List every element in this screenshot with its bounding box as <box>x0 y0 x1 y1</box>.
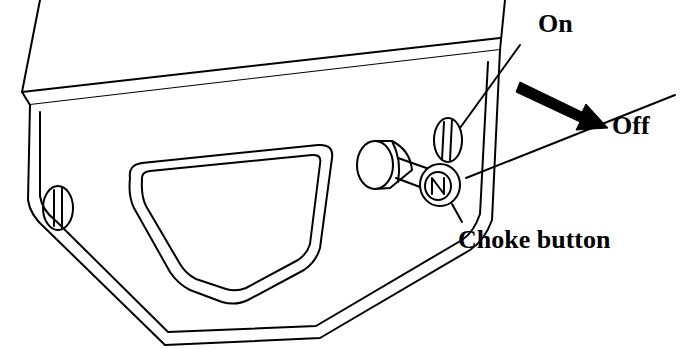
part-label: Choke button <box>458 226 610 255</box>
on-position-label: On <box>538 10 573 39</box>
off-position-label: Off <box>612 112 650 141</box>
